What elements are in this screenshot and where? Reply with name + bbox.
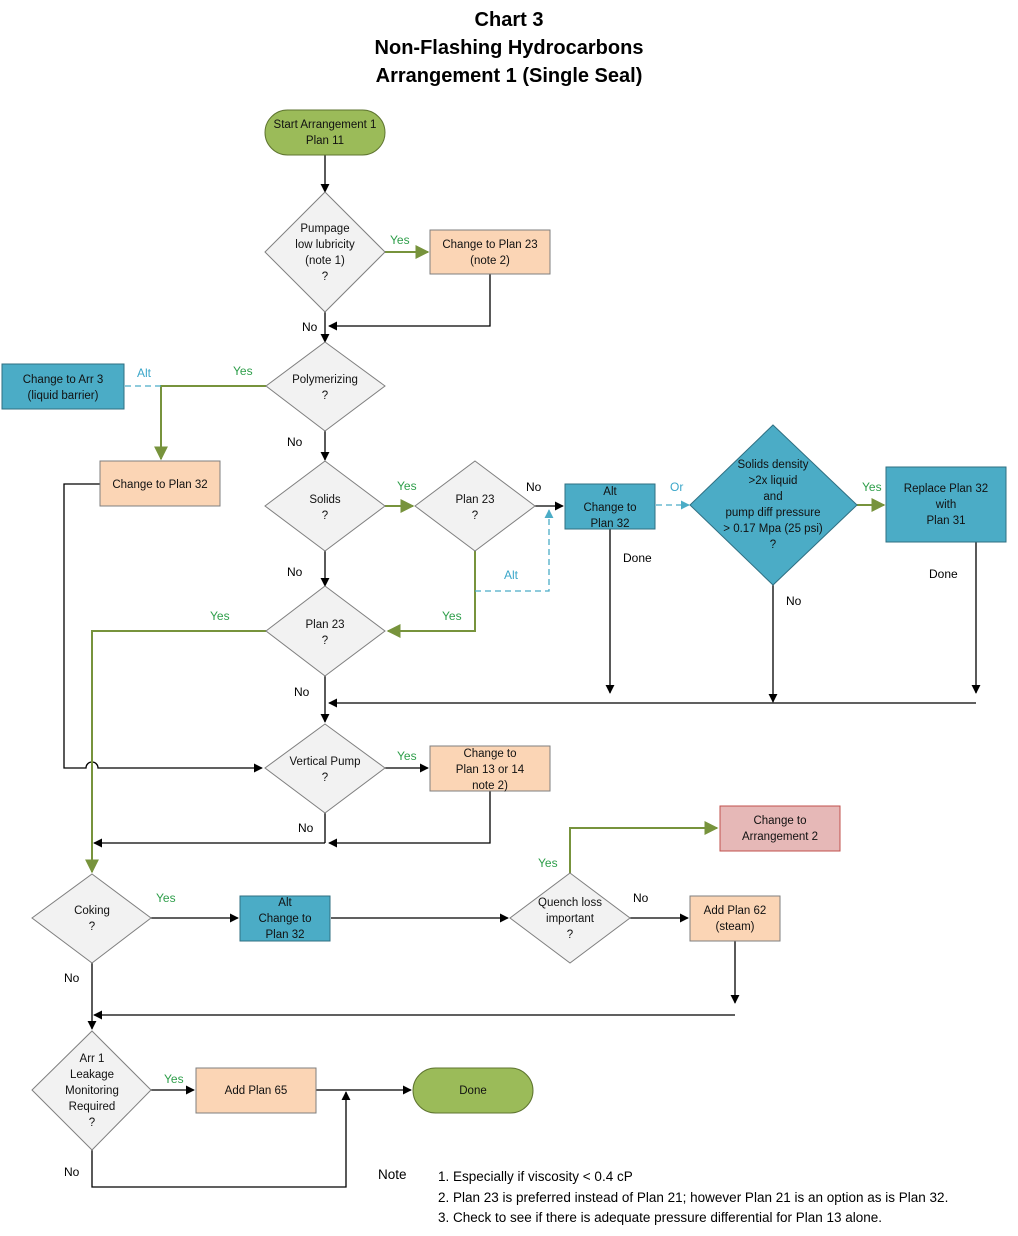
label-yes: Yes xyxy=(164,1072,184,1086)
svg-text:Add Plan 65: Add Plan 65 xyxy=(225,1085,288,1097)
svg-text:Done: Done xyxy=(459,1085,487,1097)
note-item: 3. Check to see if there is adequate pre… xyxy=(438,1210,883,1225)
label-no: No xyxy=(287,435,303,449)
label-no: No xyxy=(64,1165,80,1179)
note-item: 2. Plan 23 is preferred instead of Plan … xyxy=(438,1189,949,1205)
svg-text:Solids?: Solids? xyxy=(309,494,341,522)
svg-text:Plan 23?: Plan 23? xyxy=(455,494,494,522)
polymerizing-decision: Polymerizing? xyxy=(265,341,386,432)
chart-title: Chart 3 Non-Flashing Hydrocarbons Arrang… xyxy=(0,6,1018,90)
svg-text:Polymerizing?: Polymerizing? xyxy=(292,374,358,402)
change-to-plan-32-box: Change to Plan 32 xyxy=(99,460,221,507)
label-yes: Yes xyxy=(538,856,558,870)
solids-decision: Solids? xyxy=(264,460,386,552)
label-yes: Yes xyxy=(233,364,253,378)
plan-23-decision-lower: Plan 23? xyxy=(265,585,386,677)
label-yes: Yes xyxy=(156,891,176,905)
label-no: No xyxy=(287,565,303,579)
label-yes: Yes xyxy=(390,233,410,247)
svg-text:Vertical Pump?: Vertical Pump? xyxy=(290,756,361,784)
label-no: No xyxy=(633,891,649,905)
coking-decision: Coking? xyxy=(31,873,152,964)
add-plan-65-box: Add Plan 65 xyxy=(195,1067,317,1114)
label-done: Done xyxy=(623,551,652,565)
svg-text:Plan 23?: Plan 23? xyxy=(305,619,344,647)
label-no: No xyxy=(64,971,80,985)
label-no: No xyxy=(298,821,314,835)
change-to-arr-3-box: Change to Arr 3(liquid barrier) xyxy=(1,363,125,410)
label-yes: Yes xyxy=(210,609,230,623)
notes-heading: Note xyxy=(378,1167,407,1182)
label-alt: Alt xyxy=(504,568,519,582)
label-no: No xyxy=(786,594,802,608)
svg-text:Change to Plan 32: Change to Plan 32 xyxy=(112,479,207,491)
note-item: 1. Especially if viscosity < 0.4 cP xyxy=(438,1169,633,1184)
connectors xyxy=(63,155,981,1188)
title-line-3: Arrangement 1 (Single Seal) xyxy=(375,65,643,87)
notes-list: 1. Especially if viscosity < 0.4 cP 2. P… xyxy=(438,1167,1018,1229)
title-line-1: Chart 3 xyxy=(474,9,544,31)
label-alt: Alt xyxy=(137,366,152,380)
svg-text:Change to Plan 23(note 2): Change to Plan 23(note 2) xyxy=(442,239,537,267)
edge-labels: Yes No Yes Alt No Yes No Or Yes Done Don… xyxy=(64,233,958,1179)
label-no: No xyxy=(526,480,542,494)
label-done: Done xyxy=(929,567,958,581)
label-or: Or xyxy=(670,480,683,494)
vertical-pump-decision: Vertical Pump? xyxy=(264,723,386,814)
label-no: No xyxy=(294,685,310,699)
svg-text:Change to Arr 3(liquid barrier: Change to Arr 3(liquid barrier) xyxy=(23,374,104,402)
change-to-plan-23-box: Change to Plan 23(note 2) xyxy=(429,229,551,275)
title-line-2: Non-Flashing Hydrocarbons xyxy=(374,37,644,59)
svg-text:Add Plan 62(steam): Add Plan 62(steam) xyxy=(704,905,767,933)
svg-text:Coking?: Coking? xyxy=(74,905,110,933)
add-plan-62-box: Add Plan 62(steam) xyxy=(689,895,781,942)
done-terminal: Done xyxy=(412,1067,534,1114)
plan-23-decision-upper: Plan 23? xyxy=(414,460,536,552)
label-yes: Yes xyxy=(397,749,417,763)
label-no: No xyxy=(302,320,318,334)
label-yes: Yes xyxy=(397,479,417,493)
label-yes: Yes xyxy=(442,609,462,623)
label-yes: Yes xyxy=(862,480,882,494)
